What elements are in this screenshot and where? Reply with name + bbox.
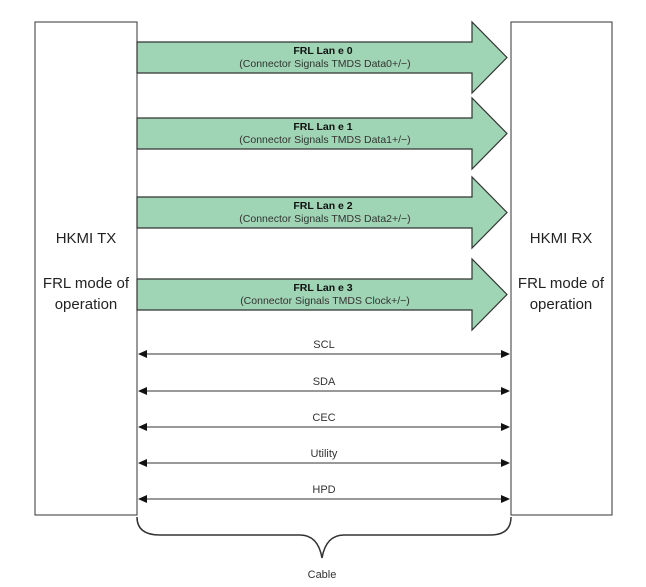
lane-subtitle-2: (Connector Signals TMDS Data2+/−)	[239, 213, 410, 225]
lane-arrow-1	[136, 96, 508, 171]
lane-title-3: FRL Lan e 3	[293, 282, 352, 294]
lane-title-0: FRL Lan e 0	[293, 45, 352, 57]
lane-arrow-3	[136, 257, 508, 332]
signal-label-2: CEC	[312, 412, 335, 424]
cable-brace	[136, 516, 512, 559]
lane-title-2: FRL Lan e 2	[293, 200, 352, 212]
rx-mode-line2: operation	[530, 296, 593, 313]
tx-box	[34, 21, 138, 516]
signal-arrowhead-left-4	[138, 495, 147, 503]
signal-arrowhead-right-4	[501, 495, 510, 503]
lane-title-1: FRL Lan e 1	[293, 121, 352, 133]
rx-box	[510, 21, 613, 516]
signal-arrowhead-right-3	[501, 459, 510, 467]
lane-subtitle-0: (Connector Signals TMDS Data0+/−)	[239, 58, 410, 70]
signal-label-1: SDA	[313, 376, 336, 388]
lanes-group: FRL Lan e 0(Connector Signals TMDS Data0…	[136, 20, 508, 332]
signal-arrowhead-left-2	[138, 423, 147, 431]
signal-label-3: Utility	[311, 448, 338, 460]
signal-arrowhead-left-3	[138, 459, 147, 467]
lane-subtitle-3: (Connector Signals TMDS Clock+/−)	[240, 295, 410, 307]
rx-name: HKMI RX	[530, 230, 593, 247]
tx-mode-line2: operation	[55, 296, 118, 313]
signal-arrowhead-right-2	[501, 423, 510, 431]
tx-name: HKMI TX	[56, 230, 117, 247]
signal-arrowhead-left-1	[138, 387, 147, 395]
lane-arrow-0	[136, 20, 508, 95]
signal-label-4: HPD	[312, 484, 335, 496]
cable-label: Cable	[308, 569, 337, 581]
signal-label-0: SCL	[313, 339, 334, 351]
signal-arrowhead-right-1	[501, 387, 510, 395]
lane-arrow-2	[136, 175, 508, 250]
signal-arrowhead-left-0	[138, 350, 147, 358]
signal-arrowhead-right-0	[501, 350, 510, 358]
rx-mode-line1: FRL mode of	[518, 275, 605, 292]
lane-subtitle-1: (Connector Signals TMDS Data1+/−)	[239, 134, 410, 146]
tx-mode-line1: FRL mode of	[43, 275, 130, 292]
